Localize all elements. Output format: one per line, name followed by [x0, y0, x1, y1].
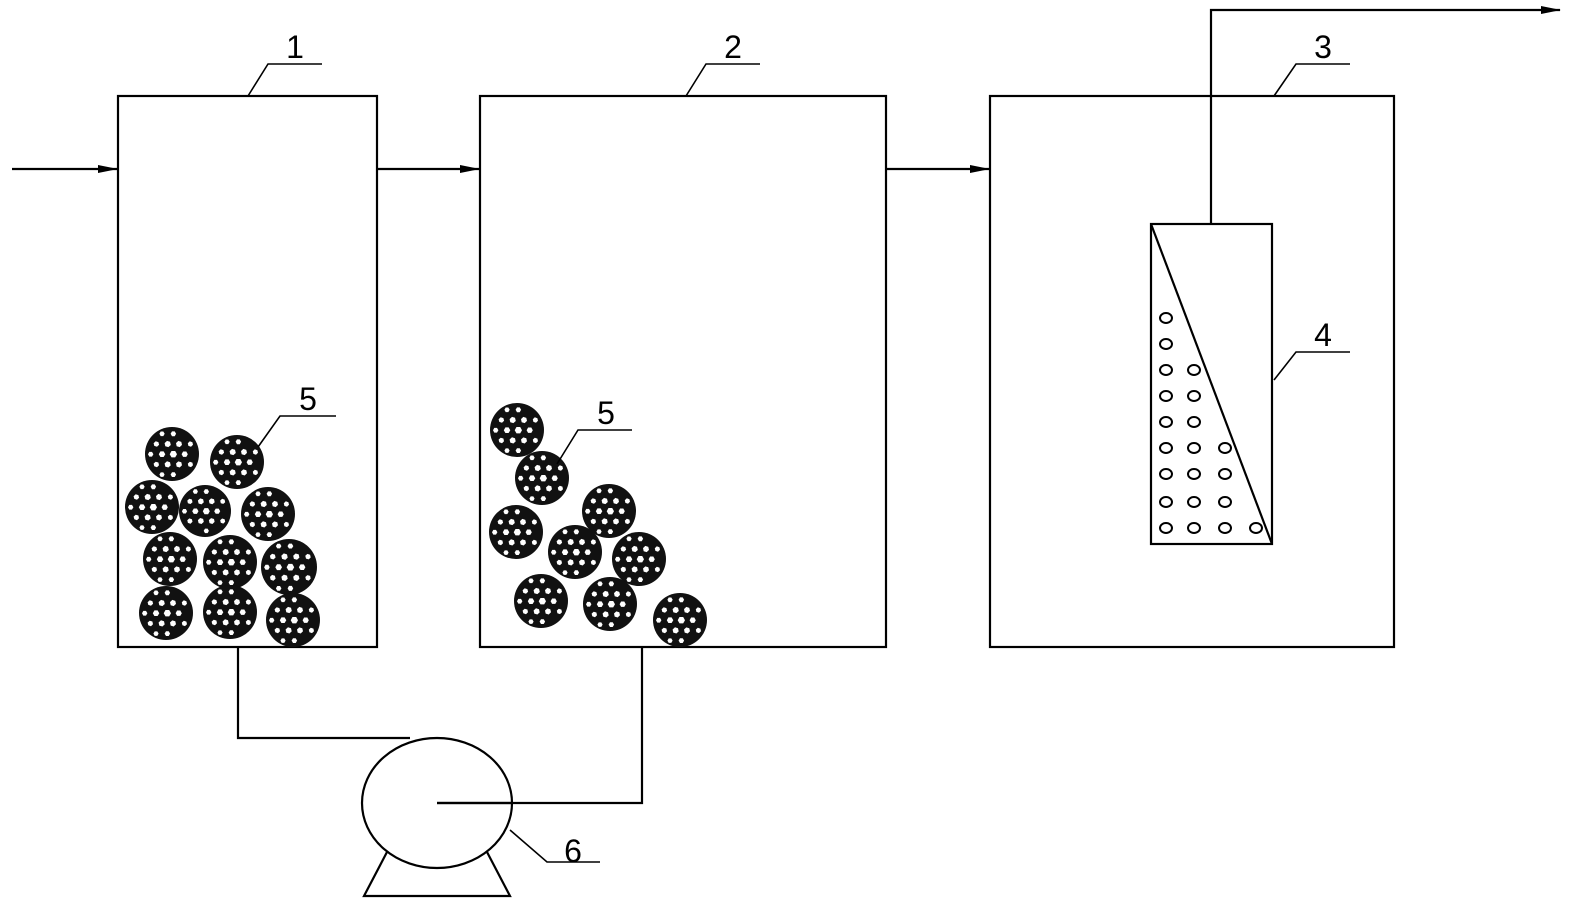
- aeration-hole: [1159, 416, 1173, 428]
- recirculation-pipe-discharge: [437, 647, 644, 805]
- carrier-ball: [490, 403, 544, 457]
- aeration-hole: [1159, 338, 1173, 350]
- pump: [360, 736, 514, 898]
- carrier-ball: [210, 435, 264, 489]
- aeration-hole: [1218, 468, 1232, 480]
- leader-line-5a: [257, 415, 336, 448]
- carrier-ball: [612, 532, 666, 586]
- aeration-hole: [1187, 364, 1201, 376]
- aeration-hole: [1249, 522, 1263, 534]
- aeration-hole: [1159, 390, 1173, 402]
- aeration-hole: [1218, 496, 1232, 508]
- tank-2: [478, 94, 888, 649]
- carrier-ball: [515, 451, 569, 505]
- carrier-ball: [583, 577, 637, 631]
- carrier-ball: [143, 532, 197, 586]
- carrier-ball: [514, 574, 568, 628]
- aeration-hole: [1187, 390, 1201, 402]
- aeration-hole: [1187, 442, 1201, 454]
- label-tank-2: 2: [724, 29, 742, 65]
- carrier-ball: [203, 585, 257, 639]
- leader-line-4: [1273, 351, 1350, 381]
- aeration-hole: [1159, 522, 1173, 534]
- carrier-ball: [145, 427, 199, 481]
- label-tank-3: 3: [1314, 29, 1332, 65]
- carrier-ball: [261, 539, 317, 595]
- carrier-ball: [203, 535, 257, 589]
- aeration-hole: [1159, 496, 1173, 508]
- carrier-ball: [266, 593, 320, 647]
- carrier-group-tank-2: [489, 403, 707, 647]
- carrier-group-tank-1: [125, 427, 320, 647]
- carrier-ball: [241, 487, 295, 541]
- leader-line-2: [685, 63, 760, 97]
- label-carrier-tank-2: 5: [597, 395, 615, 431]
- tank-3: [988, 94, 1396, 649]
- label-tank-1: 1: [286, 29, 304, 65]
- permeate-outlet-arrow: [1209, 6, 1561, 224]
- leader-line-3: [1273, 63, 1350, 97]
- recirculation-pipe-suction: [236, 647, 410, 740]
- membrane-module: [1149, 222, 1274, 546]
- tank-1: [116, 94, 379, 649]
- carrier-ball: [125, 480, 179, 534]
- leader-line-6: [509, 829, 600, 863]
- aeration-hole: [1187, 416, 1201, 428]
- carrier-ball: [179, 485, 231, 537]
- aeration-hole: [1159, 312, 1173, 324]
- carrier-ball: [489, 505, 543, 559]
- leader-line-5b: [556, 429, 632, 465]
- label-membrane-module: 4: [1314, 317, 1332, 353]
- aeration-hole: [1187, 522, 1201, 534]
- aeration-hole: [1187, 496, 1201, 508]
- carrier-ball: [139, 586, 193, 640]
- carrier-ball: [548, 525, 602, 579]
- carrier-ball: [653, 593, 707, 647]
- label-pump: 6: [564, 833, 582, 869]
- aeration-hole: [1218, 522, 1232, 534]
- label-carrier-tank-1: 5: [299, 381, 317, 417]
- aeration-hole: [1159, 364, 1173, 376]
- carrier-ball: [582, 484, 636, 538]
- leader-line-1: [247, 63, 322, 97]
- aeration-hole: [1159, 468, 1173, 480]
- aeration-hole: [1159, 442, 1173, 454]
- aeration-hole: [1187, 468, 1201, 480]
- aeration-hole: [1218, 442, 1232, 454]
